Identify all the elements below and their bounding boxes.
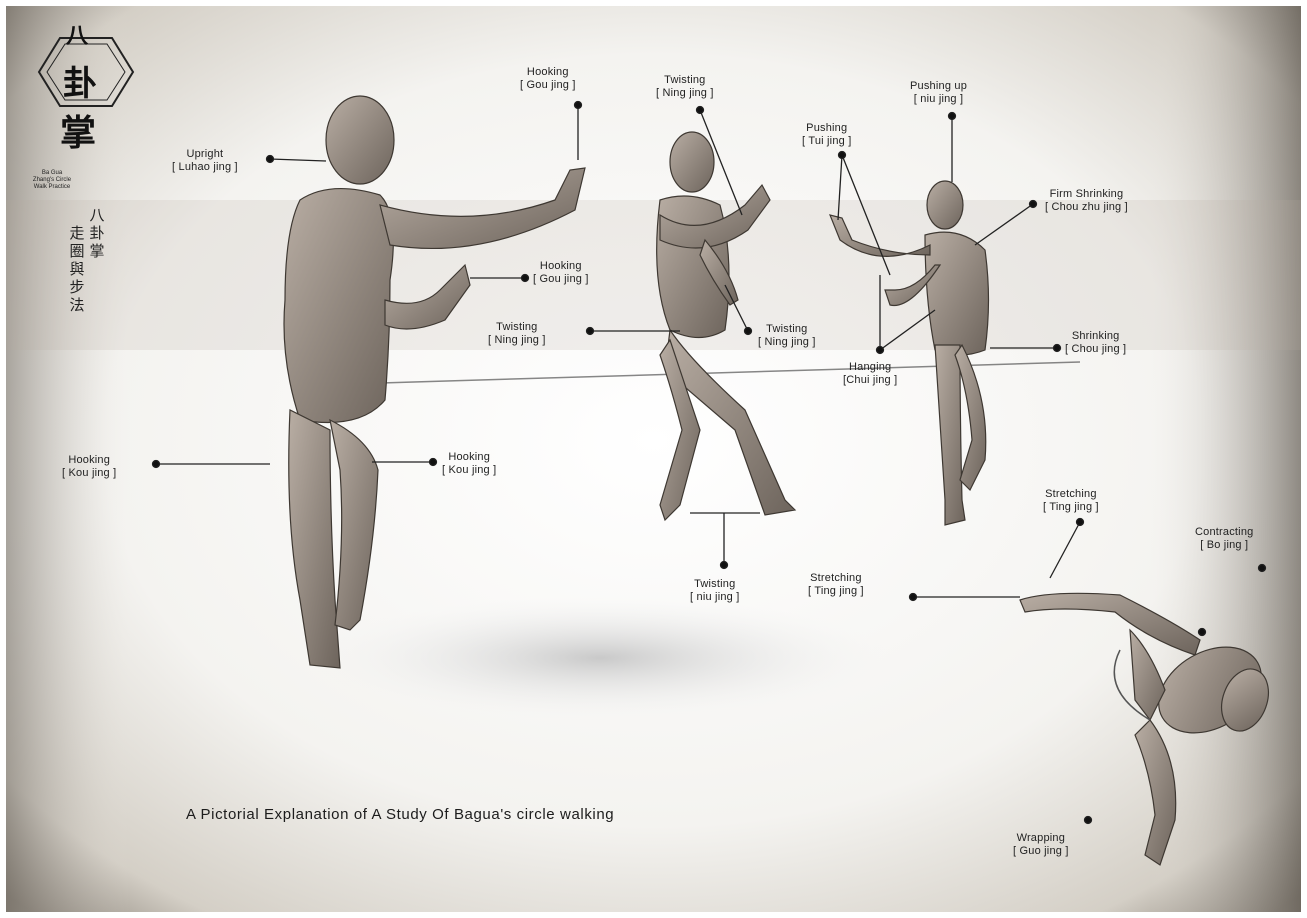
label-twisting-left: Twisting[ Ning jing ] (488, 321, 546, 347)
logo-vertical-text-2: 走圈與步法 (68, 224, 86, 314)
label-pushing-up: Pushing up[ niu jing ] (910, 80, 967, 106)
label-upright: Upright[ Luhao jing ] (172, 148, 238, 174)
horizontal-band (0, 200, 1307, 350)
diagram-caption: A Pictorial Explanation of A Study Of Ba… (186, 806, 614, 823)
label-twisting-bottom: Twisting[ niu jing ] (690, 578, 739, 604)
label-pushing: Pushing[ Tui jing ] (802, 122, 851, 148)
logo: 八 卦 掌 Ba Gua Zhang's Circle Walk Practic… (30, 18, 140, 318)
logo-char-zhang: 掌 (60, 104, 96, 156)
floor-shadow (310, 596, 890, 720)
label-twisting-right: Twisting[ Ning jing ] (758, 323, 816, 349)
label-wrapping: Wrapping[ Guo jing ] (1013, 832, 1069, 858)
label-contracting: Contracting[ Bo jing ] (1195, 526, 1253, 552)
label-twisting-top: Twisting[ Ning jing ] (656, 74, 714, 100)
label-firm-shrinking: Firm Shrinking[ Chou zhu jing ] (1045, 188, 1128, 214)
logo-subtitle: Ba Gua Zhang's Circle Walk Practice (22, 170, 82, 191)
logo-char-gua: 卦 (63, 56, 97, 105)
label-stretching-top: Stretching[ Ting jing ] (1043, 488, 1099, 514)
label-hooking-right-leg: Hooking[ Kou jing ] (442, 451, 496, 477)
logo-vertical-text-1: 八卦掌 (88, 206, 106, 260)
label-hanging: Hanging[Chui jing ] (843, 361, 897, 387)
label-hooking-left-leg: Hooking[ Kou jing ] (62, 454, 116, 480)
label-shrinking: Shrinking[ Chou jing ] (1065, 330, 1126, 356)
logo-char-ba: 八 (66, 18, 88, 50)
label-hooking-hand: Hooking[ Gou jing ] (520, 66, 576, 92)
label-stretching-left: Stretching[ Ting jing ] (808, 572, 864, 598)
label-hooking-palm: Hooking[ Gou jing ] (533, 260, 589, 286)
